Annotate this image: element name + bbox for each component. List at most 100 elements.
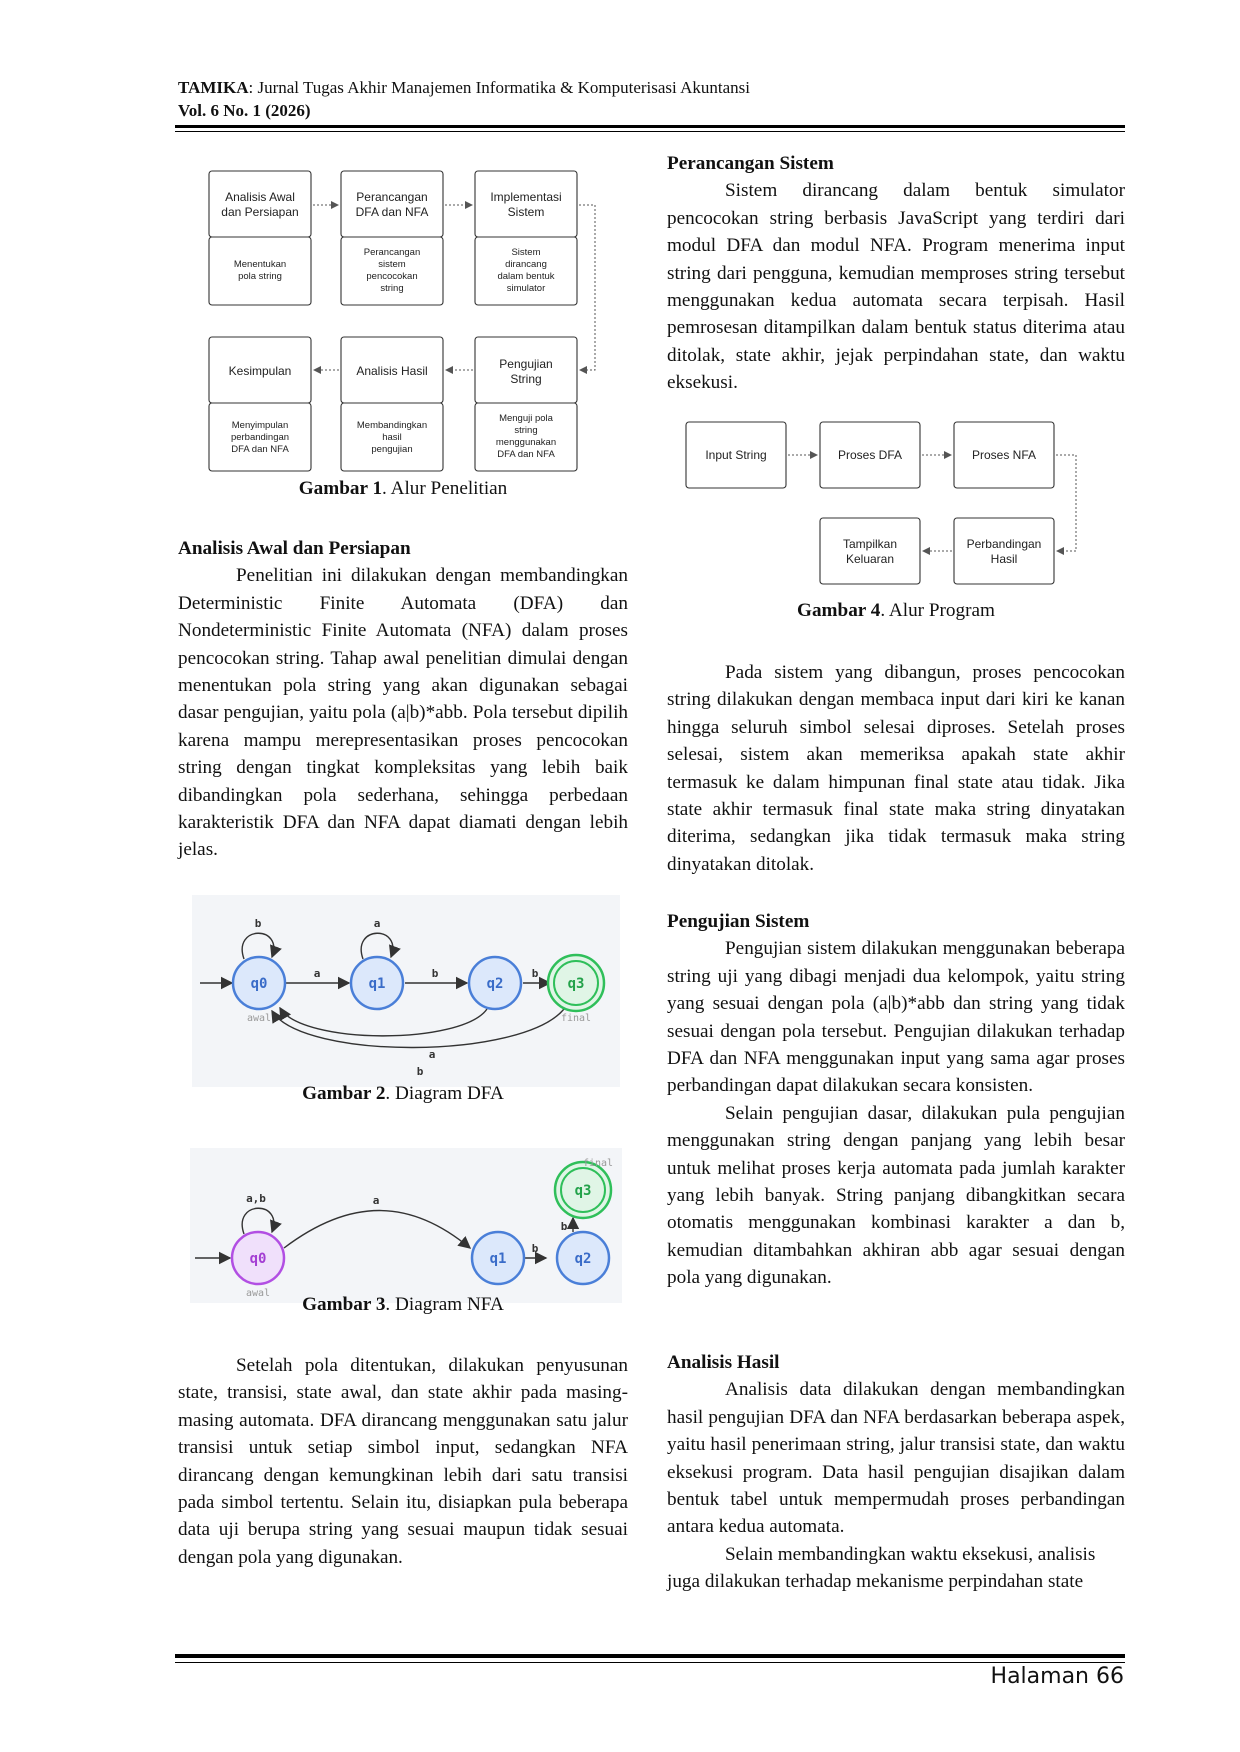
fig1-box3-desc-3: dalam bentuk [497,271,554,282]
nfa-diagram: q0 q1 q2 q3 a,b a b b awal final [190,1148,622,1303]
fig1-box6-desc-4: DFA dan NFA [497,449,555,460]
fig1-box2-desc-1: Perancangan [364,247,421,258]
figure-4-program-flow: Input String Proses DFA Proses NFA Perba… [682,418,1092,590]
program-flow-diagram: Input String Proses DFA Proses NFA Perba… [685,421,1077,585]
fig1-box6-desc-2: string [514,425,537,436]
paragraph: Setelah pola ditentukan, dilakukan penyu… [178,1355,628,1568]
fig1-box1-desc-1: Menentukan [234,259,286,270]
nfa-state-q2: q2 [575,1251,592,1267]
figure-4-caption-text: . Alur Program [880,600,995,621]
fig4-input-string: Input String [705,448,766,462]
paragraph: Analisis data dilakukan dengan membandin… [667,1379,1125,1538]
nfa-label-a: a [373,1194,380,1207]
fig1-box2-title-line1: Perancangan [356,190,427,204]
dfa-label-b-q1-q2: b [432,967,439,980]
footer-rule-thin [175,1662,1125,1663]
fig1-box4-desc-1: Menyimpulan [232,420,289,431]
page-number: Halaman 66 [990,1664,1124,1689]
journal-subtitle: : Jurnal Tugas Akhir Manajemen Informati… [248,78,750,97]
fig1-box3-desc-4: simulator [507,283,546,294]
fig4-perbandingan-line2: Hasil [991,552,1018,566]
figure-2-caption: Gambar 2. Diagram DFA [178,1083,628,1105]
fig1-box3-title-line2: Sistem [508,205,545,219]
dfa-state-q3: q3 [568,976,585,992]
section-analisis-hasil: Analisis Hasil Analisis data dilakukan d… [667,1349,1125,1596]
section-perancangan-sistem: Perancangan Sistem Sistem dirancang dala… [667,150,1125,397]
figure-1-caption: Gambar 1. Alur Penelitian [178,478,628,500]
nfa-label-ab-loop: a,b [246,1192,266,1205]
fig1-box4-title: Kesimpulan [229,364,292,378]
fig4-tampilkan-line1: Tampilkan [843,537,897,551]
fig1-box2-desc-3: pencocokan [366,271,417,282]
section-heading: Analisis Hasil [667,1352,780,1373]
fig4-proses-dfa: Proses DFA [838,448,902,462]
figure-1-caption-label: Gambar 1 [298,478,383,499]
figure-1-caption-text: . Alur Penelitian [382,478,508,499]
journal-volume: Vol. 6 No. 1 (2026) [178,101,311,120]
nfa-final-label: final [583,1158,613,1169]
section-heading: Analisis Awal dan Persiapan [178,538,411,559]
fig1-box6-desc-1: Menguji pola [499,413,554,424]
section-heading: Pengujian Sistem [667,911,810,932]
fig1-box6-title-line1: Pengujian [499,357,552,371]
nfa-start-label: awal [246,1288,270,1299]
dfa-state-q2: q2 [487,976,504,992]
figure-3-caption-text: . Diagram NFA [385,1294,504,1315]
fig4-tampilkan-line2: Keluaran [846,552,894,566]
fig1-box6-title-line2: String [510,372,541,386]
nfa-state-q3: q3 [575,1183,592,1199]
fig1-box3-title-line1: Implementasi [490,190,561,204]
section-pengujian-sistem: Pengujian Sistem Pengujian sistem dilaku… [667,908,1125,1292]
section-analisis-awal: Analisis Awal dan Persiapan Penelitian i… [178,535,628,864]
fig4-proses-nfa: Proses NFA [972,448,1036,462]
fig1-box2-desc-2: sistem [378,259,406,270]
fig1-box5-desc-1: Membandingkan [357,420,427,431]
figure-4-caption: Gambar 4. Alur Program [667,600,1125,622]
dfa-state-q1: q1 [369,976,386,992]
nfa-state-q1: q1 [490,1251,507,1267]
fig1-box2-desc-4: string [380,283,403,294]
figure-3-caption: Gambar 3. Diagram NFA [178,1294,628,1316]
section-analisis-awal-continued: Setelah pola ditentukan, dilakukan penyu… [178,1352,628,1571]
section-heading: Perancangan Sistem [667,153,834,174]
fig1-box1-title-line2: dan Persiapan [221,205,298,219]
fig1-box3-desc-1: Sistem [511,247,540,258]
fig1-box3-desc-2: dirancang [505,259,547,270]
dfa-label-b-loop-q0: b [255,917,262,930]
nfa-state-q0: q0 [250,1251,267,1267]
section-perancangan-continued: Pada sistem yang dibangun, proses pencoc… [667,659,1125,878]
dfa-diagram: q0 q1 q2 q3 b a a b b a b awal final [192,895,620,1087]
dfa-label-b-q2-q3: b [532,967,539,980]
journal-header: TAMIKA: Jurnal Tugas Akhir Manajemen Inf… [178,78,750,98]
figure-2-caption-label: Gambar 2 [302,1083,386,1104]
research-flow-diagram: Analisis Awal dan Persiapan Perancangan … [208,170,596,472]
figure-4-caption-label: Gambar 4 [797,600,881,621]
paragraph: Selain membandingkan waktu eksekusi, ana… [667,1543,1096,1593]
dfa-label-a-q0-q1: a [314,967,321,980]
figure-3-nfa-diagram: q0 q1 q2 q3 a,b a b b awal final [190,1148,622,1303]
header-rule-thin [175,131,1125,132]
fig1-box5-desc-2: hasil [382,432,402,443]
header-rule-thick [175,125,1125,128]
paragraph: Pengujian sistem dilakukan menggunakan b… [667,938,1125,1097]
nfa-label-b-q2-q3: b [561,1220,568,1233]
dfa-label-a-loop-q1: a [374,917,381,930]
fig1-box4-desc-2: perbandingan [231,432,289,443]
figure-3-caption-label: Gambar 3 [302,1294,386,1315]
fig1-box6-desc-3: menggunakan [496,437,556,448]
fig1-box2-title-line2: DFA dan NFA [356,205,429,219]
journal-name: TAMIKA [178,78,249,97]
fig4-perbandingan-line1: Perbandingan [967,537,1042,551]
paragraph: Pada sistem yang dibangun, proses pencoc… [667,662,1125,875]
dfa-start-label: awal [247,1013,271,1024]
fig1-box1-desc-2: pola string [238,271,282,282]
figure-2-dfa-diagram: q0 q1 q2 q3 b a a b b a b awal final [192,895,620,1087]
paragraph: Selain pengujian dasar, dilakukan pula p… [667,1102,1125,1289]
figure-1-research-flow: Analisis Awal dan Persiapan Perancangan … [205,165,605,485]
paragraph: Sistem dirancang dalam bentuk simulator … [667,180,1125,394]
footer-rule-thick [175,1654,1125,1658]
dfa-state-q0: q0 [251,976,268,992]
figure-2-caption-text: . Diagram DFA [385,1083,504,1104]
dfa-final-label: final [561,1013,591,1024]
fig1-box5-desc-3: pengujian [371,444,412,455]
